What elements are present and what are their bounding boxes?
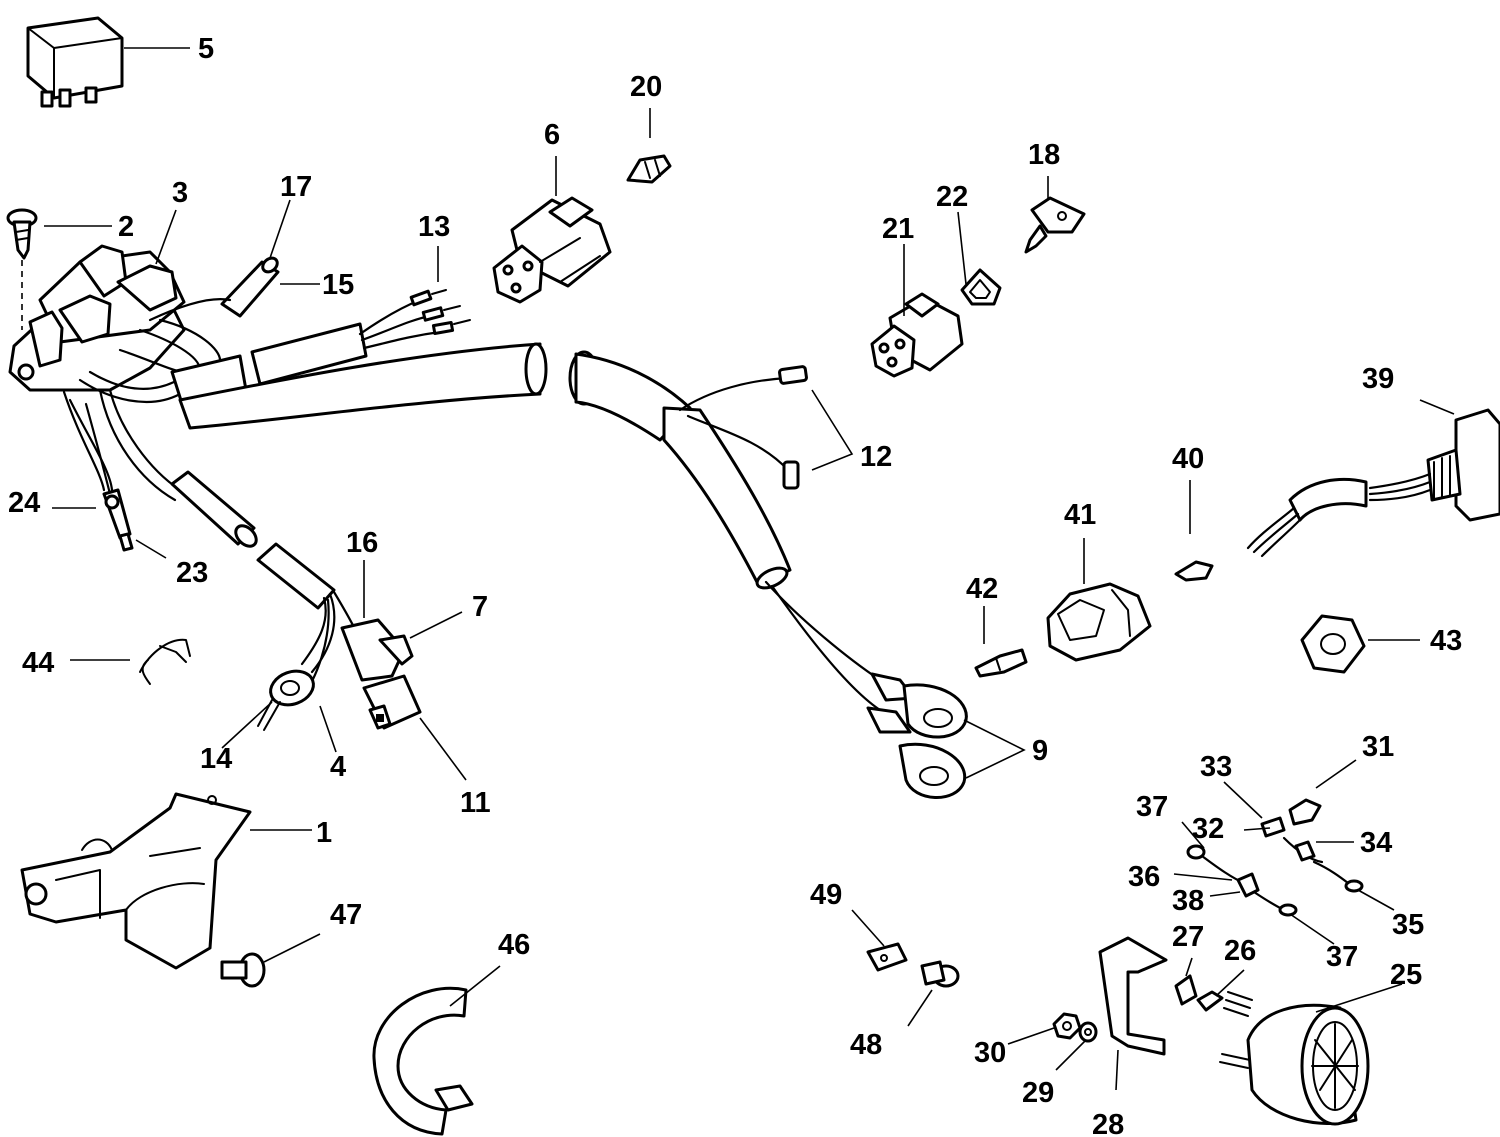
band-clamp <box>372 986 474 1136</box>
callout-3: 3 <box>172 177 188 209</box>
callout-37-upper: 37 <box>1136 791 1168 823</box>
callout-1: 1 <box>316 817 332 849</box>
connector-pair <box>340 618 422 730</box>
terminal-pin <box>626 154 672 184</box>
connector-housing <box>870 292 964 378</box>
callout-36: 36 <box>1128 861 1160 893</box>
callout-39: 39 <box>1362 363 1394 395</box>
callout-43: 43 <box>1430 625 1462 657</box>
wire-clip <box>139 638 191 685</box>
callout-25: 25 <box>1390 959 1422 991</box>
callout-13: 13 <box>418 211 450 243</box>
connector-housing-3pin <box>492 196 612 304</box>
callout-29: 29 <box>1022 1077 1054 1109</box>
callout-20: 20 <box>630 71 662 103</box>
callout-24: 24 <box>8 487 40 519</box>
grommet-terminal <box>257 669 315 731</box>
callout-labels: 5 20 6 18 17 3 22 2 13 21 15 39 12 40 24… <box>8 33 1462 1137</box>
callout-38: 38 <box>1172 885 1204 917</box>
gauge <box>1219 991 1370 1126</box>
mounting-bracket <box>20 792 252 970</box>
callout-2: 2 <box>118 211 134 243</box>
callout-35: 35 <box>1392 909 1424 941</box>
washer <box>1078 1021 1098 1043</box>
mounting-screw <box>6 208 38 260</box>
callout-30: 30 <box>974 1037 1006 1069</box>
lamp-lead-wires <box>1186 798 1364 917</box>
small-bracket <box>866 942 908 972</box>
callout-14: 14 <box>200 743 232 775</box>
callout-34: 34 <box>1360 827 1392 859</box>
callout-7: 7 <box>472 591 488 623</box>
hex-nut <box>1300 614 1366 674</box>
cylinder-terminal <box>220 256 280 318</box>
callout-21: 21 <box>882 213 914 245</box>
callout-49: 49 <box>810 879 842 911</box>
lamp-socket <box>1174 974 1198 1006</box>
switch-block <box>8 238 186 392</box>
callout-23: 23 <box>176 557 208 589</box>
connector-pin <box>974 648 1028 678</box>
gauge-bracket <box>1098 936 1168 1056</box>
callout-28: 28 <box>1092 1109 1124 1137</box>
callout-12: 12 <box>860 441 892 473</box>
callout-4: 4 <box>330 751 346 783</box>
callout-17: 17 <box>280 171 312 203</box>
nut <box>1052 1012 1082 1040</box>
connector-body <box>1046 582 1152 662</box>
callout-44: 44 <box>22 647 54 679</box>
callout-26: 26 <box>1224 935 1256 967</box>
lamp-bulb <box>1196 990 1224 1012</box>
main-wire-harness <box>62 289 548 702</box>
callout-41: 41 <box>1064 499 1096 531</box>
right-wire-harness <box>568 350 968 799</box>
callout-37-lower: 37 <box>1326 941 1358 973</box>
callout-22: 22 <box>936 181 968 213</box>
callout-31: 31 <box>1362 731 1394 763</box>
callout-16: 16 <box>346 527 378 559</box>
bracket-screw <box>220 952 266 988</box>
callout-48: 48 <box>850 1029 882 1061</box>
callout-18: 18 <box>1028 139 1060 171</box>
connector-seal <box>960 268 1002 306</box>
leader-lines <box>44 47 1455 1091</box>
callout-27: 27 <box>1172 921 1204 953</box>
callout-5: 5 <box>198 33 214 65</box>
callout-42: 42 <box>966 573 998 605</box>
callout-33: 33 <box>1200 751 1232 783</box>
relay <box>26 16 124 108</box>
callout-40: 40 <box>1172 443 1204 475</box>
callout-47: 47 <box>330 899 362 931</box>
small-screw <box>920 960 960 988</box>
callout-15: 15 <box>322 269 354 301</box>
callout-32: 32 <box>1192 813 1224 845</box>
callout-9: 9 <box>1032 735 1048 767</box>
small-terminal <box>1174 560 1214 582</box>
callout-11: 11 <box>460 787 491 819</box>
harness-clip <box>1024 196 1086 254</box>
callout-46: 46 <box>498 929 530 961</box>
callout-6: 6 <box>544 119 560 151</box>
switch-with-pigtail <box>1246 408 1500 558</box>
